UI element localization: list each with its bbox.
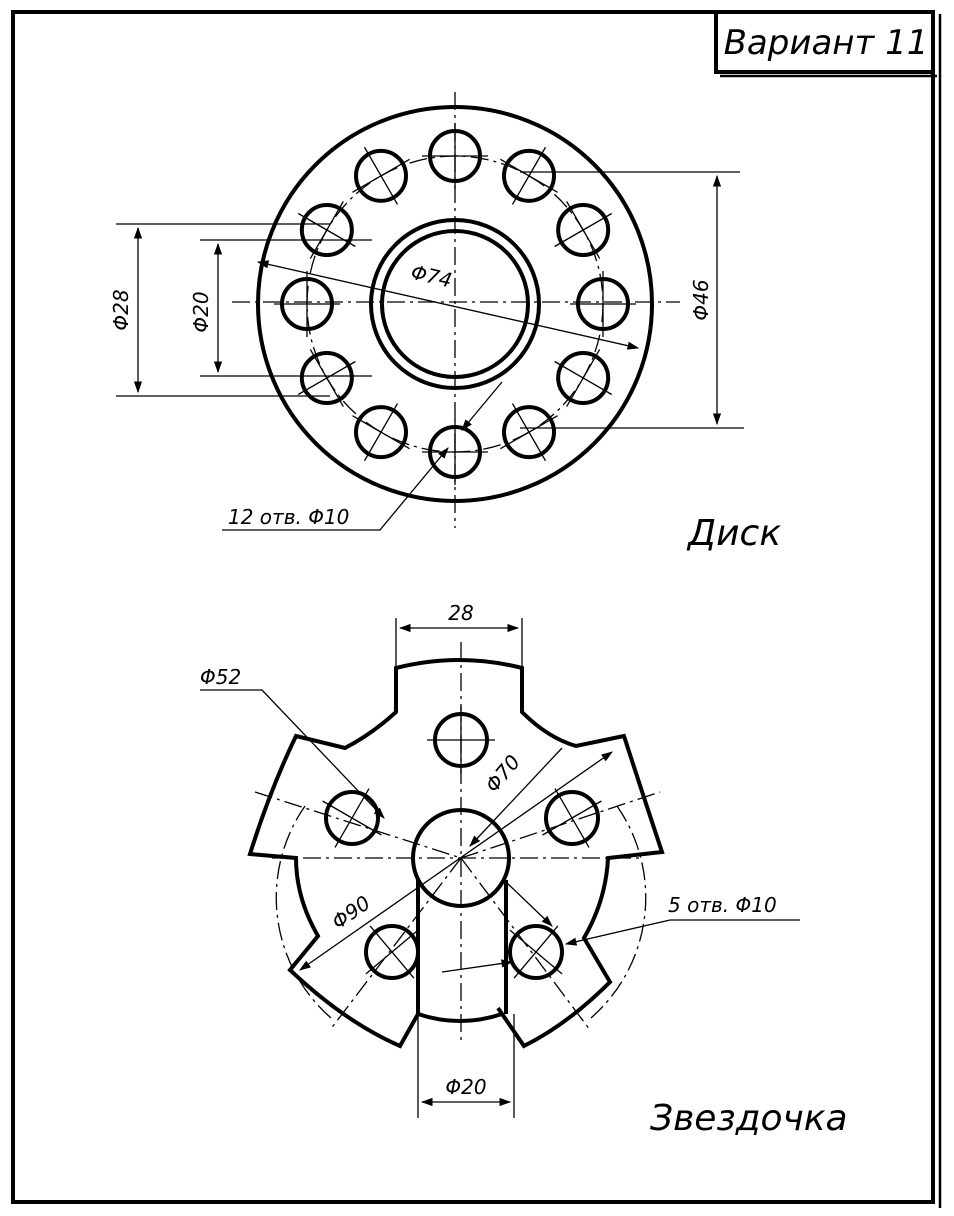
disk-hole (352, 146, 410, 205)
disk-title: Диск (686, 513, 781, 554)
disk-hole (554, 349, 613, 407)
star-hole (322, 788, 382, 848)
disk-d20-label: Φ20 (189, 291, 213, 332)
disk-hole (274, 271, 340, 337)
star-d20-label: Φ20 (445, 1075, 486, 1099)
disk-hole (500, 403, 558, 462)
star-w28-label: 28 (448, 601, 473, 625)
disk-hole (352, 403, 410, 462)
star-title: Звездочка (650, 1098, 848, 1139)
variant-title-box: Вариант 11 (714, 10, 937, 78)
star-d70-label: Φ70 (480, 750, 525, 797)
disk-hole (422, 123, 488, 189)
disk-d28-label: Φ28 (109, 289, 133, 330)
star-drawing: 28 Φ52 Φ70 Φ90 5 отв. Φ10 Φ20 Звездочка (200, 601, 848, 1139)
star-d52-label: Φ52 (200, 665, 241, 689)
disk-hole (297, 201, 356, 259)
disk-drawing: Φ28 Φ20 Φ74 Φ46 12 отв. Φ10 Диск (109, 92, 781, 554)
star-holes (322, 706, 602, 980)
sheet-frame (11, 10, 942, 1208)
star-hole (542, 788, 602, 848)
disk-hole (554, 201, 613, 259)
disk-hole (570, 271, 636, 337)
disk-d46-label: Φ46 (689, 279, 713, 320)
star-outline (247, 658, 665, 1049)
star-hole (364, 924, 420, 980)
disk-d74-label: Φ74 (409, 260, 455, 293)
disk-holes-label: 12 отв. Φ10 (228, 505, 349, 529)
star-hole (427, 706, 495, 774)
disk-hole (500, 146, 558, 205)
disk-hole (297, 349, 356, 407)
star-d90-label: Φ90 (327, 891, 375, 934)
star-holes-label: 5 отв. Φ10 (668, 893, 777, 917)
disk-hole (422, 419, 488, 485)
star-hole (508, 924, 564, 980)
variant-label: Вариант 11 (724, 23, 929, 63)
